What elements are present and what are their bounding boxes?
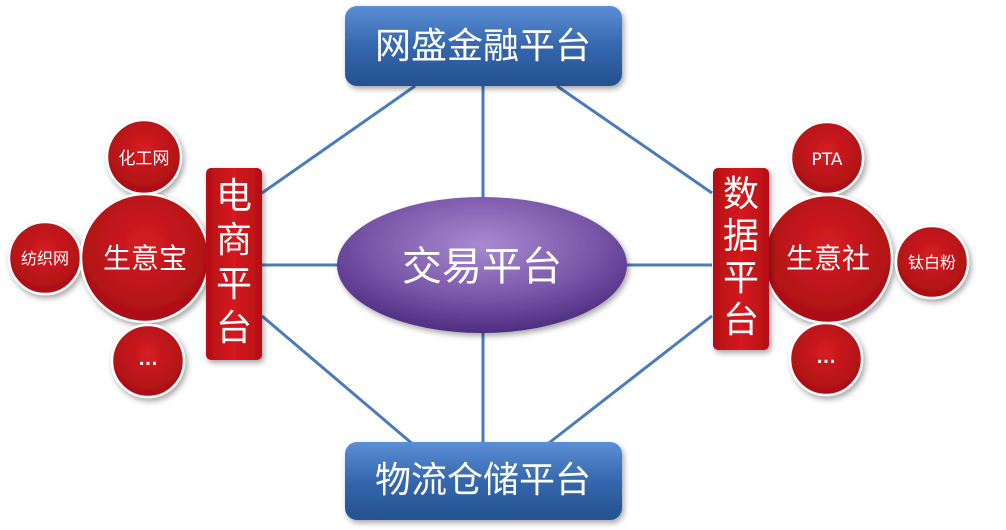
vertical-char: 商 (216, 220, 252, 261)
center-platform: 交易平台 (337, 197, 627, 333)
right-satellite-2-label: 钛白粉 (908, 253, 956, 272)
left-platform-label: 电商平台 (216, 176, 252, 349)
vertical-char: 电 (216, 176, 252, 217)
right-platform-box (713, 168, 769, 350)
left-platform-box (206, 168, 262, 360)
right-satellite-3-label: ... (816, 348, 835, 368)
right-cluster (762, 120, 970, 397)
vertical-char: 平 (723, 258, 759, 299)
line-top-right (556, 84, 713, 195)
line-bottom-left (261, 314, 416, 448)
connector-lines (261, 84, 713, 448)
right-platform-label: 数据平台 (723, 174, 759, 341)
vertical-char: 数 (723, 174, 759, 215)
right-satellite-2 (894, 224, 970, 300)
bottom-platform-box: 物流仓储平台 (345, 442, 622, 520)
center-platform-label: 交易平台 (402, 244, 562, 290)
left-satellite-3-label: ... (138, 350, 157, 370)
vertical-char: 台 (723, 300, 759, 341)
vertical-char: 台 (216, 308, 252, 349)
vertical-char: 平 (216, 264, 252, 305)
right-hub-label: 生意社 (786, 242, 870, 275)
top-platform-box: 网盛金融平台 (345, 6, 622, 86)
bottom-platform-label: 物流仓储平台 (375, 460, 591, 501)
left-cluster (7, 118, 211, 399)
vertical-char: 据 (723, 216, 759, 257)
left-hub-label: 生意宝 (103, 242, 187, 275)
left-satellite-2-label: 纺织网 (21, 249, 69, 268)
left-satellite-3 (110, 323, 186, 399)
line-bottom-right (544, 314, 713, 448)
top-platform-label: 网盛金融平台 (375, 26, 591, 67)
right-satellite-1-label: PTA (812, 150, 843, 170)
left-satellite-1-label: 化工网 (119, 149, 170, 169)
line-top-left (261, 84, 416, 195)
